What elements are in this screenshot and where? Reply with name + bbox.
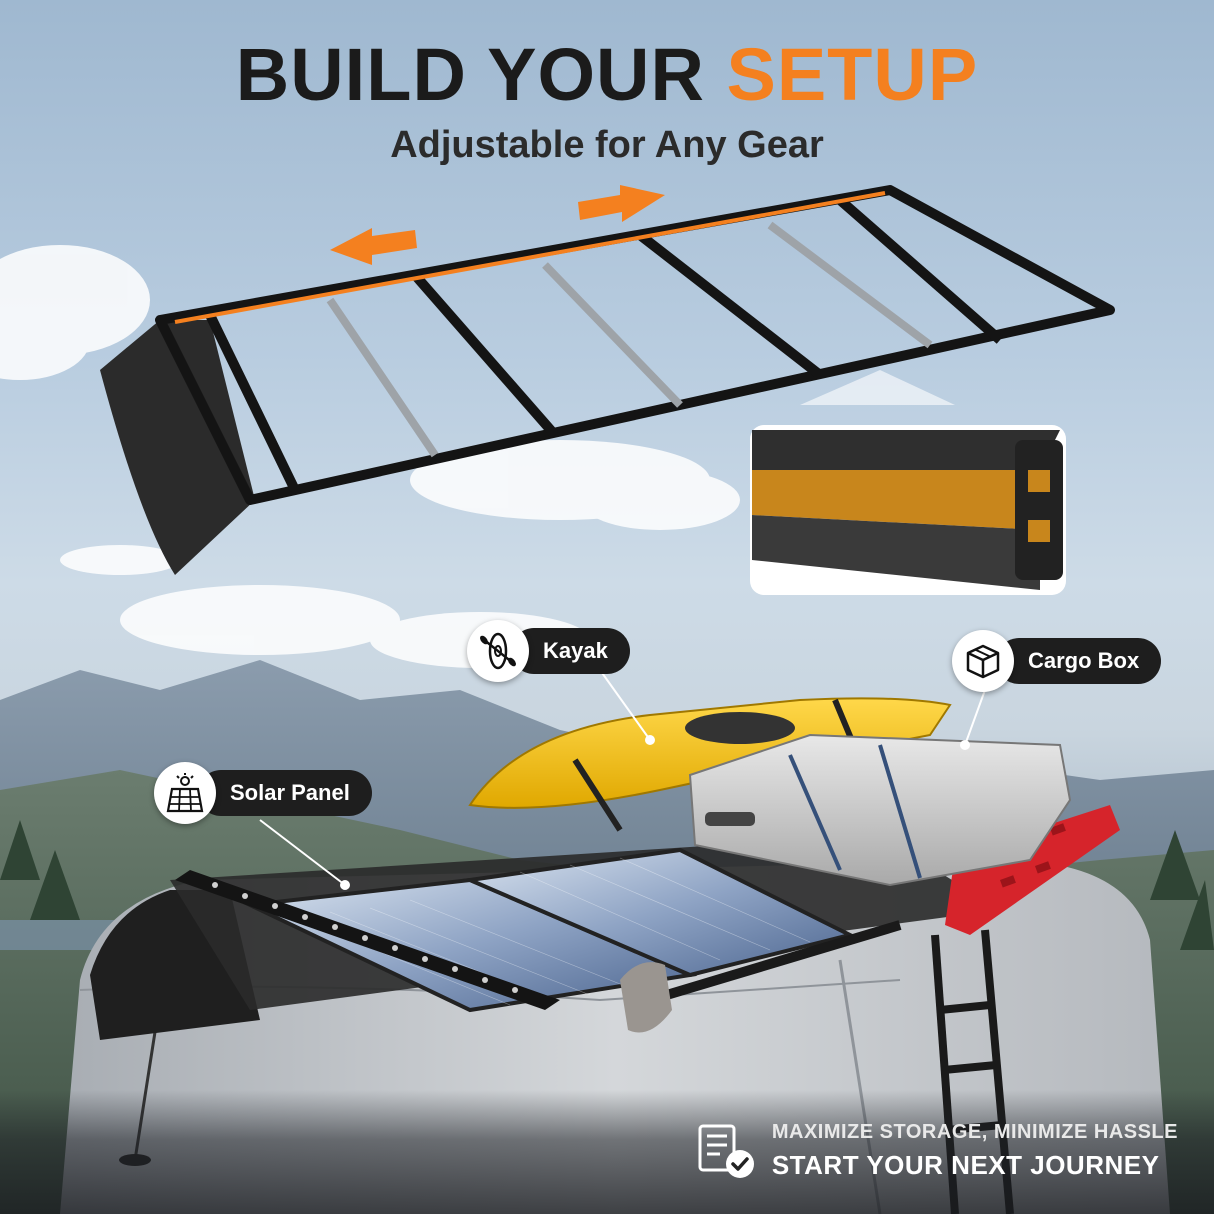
solar-panel-icon bbox=[154, 762, 216, 824]
light-bar bbox=[175, 870, 560, 1010]
callout-kayak: Kayak bbox=[467, 620, 630, 682]
floating-rack-crossbars bbox=[326, 221, 933, 458]
kayak-cockpit bbox=[685, 712, 795, 744]
trees bbox=[0, 820, 1214, 950]
light-bar-leds bbox=[212, 882, 518, 993]
title-part-2-accent: SETUP bbox=[726, 33, 979, 116]
callout-kayak-label: Kayak bbox=[511, 628, 630, 674]
floating-rack-orange-track bbox=[174, 191, 886, 324]
callout-solar-panel-label: Solar Panel bbox=[198, 770, 372, 816]
floating-rack-fairing bbox=[100, 320, 255, 575]
footer-line-1: MAXIMIZE STORAGE, MINIMIZE HASSLE bbox=[771, 1121, 1178, 1143]
kayak-strap-1 bbox=[572, 758, 623, 832]
cargo-box bbox=[688, 733, 1072, 887]
footer-line-2: START YOUR NEXT JOURNEY bbox=[771, 1150, 1160, 1180]
arrow-right-icon bbox=[578, 185, 665, 222]
recovery-boards bbox=[945, 805, 1120, 935]
floating-rack-frame bbox=[155, 185, 1115, 505]
footer-banner: MAXIMIZE STORAGE, MINIMIZE HASSLE START … bbox=[696, 1120, 1178, 1182]
checklist-icon bbox=[696, 1120, 758, 1182]
cargo-box-handle bbox=[705, 812, 755, 826]
rail-detail-inset bbox=[750, 370, 1066, 595]
box-icon bbox=[952, 630, 1014, 692]
title-part-1: BUILD YOUR bbox=[235, 33, 705, 116]
callout-solar-panel: Solar Panel bbox=[154, 762, 372, 824]
callout-cargo-box-label: Cargo Box bbox=[996, 638, 1162, 684]
page-title: BUILD YOUR SETUP bbox=[0, 38, 1214, 112]
cargo-strap-1 bbox=[788, 754, 842, 871]
kayak-icon bbox=[467, 620, 529, 682]
arrow-left-icon bbox=[330, 228, 417, 265]
footer-shade bbox=[0, 1090, 1214, 1214]
clouds bbox=[0, 245, 740, 668]
cargo-strap-2 bbox=[878, 744, 922, 879]
shovel-handle bbox=[648, 920, 902, 1005]
shovel-blade bbox=[620, 962, 672, 1033]
callout-pointers bbox=[259, 669, 986, 890]
page-subtitle: Adjustable for Any Gear bbox=[390, 124, 824, 166]
callout-cargo-box: Cargo Box bbox=[952, 630, 1162, 692]
